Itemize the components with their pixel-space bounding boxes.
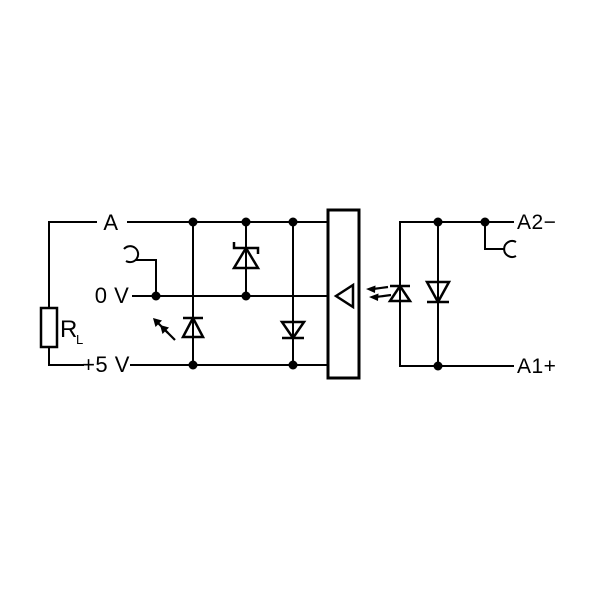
load-resistor-label: RL bbox=[60, 316, 83, 347]
junction-dot bbox=[288, 217, 298, 227]
load-resistor bbox=[39, 306, 59, 349]
amplifier-triangle-icon bbox=[333, 282, 355, 310]
junction-dot bbox=[151, 291, 161, 301]
optocoupler-led bbox=[387, 283, 413, 303]
terminal-a2-label: A2− bbox=[517, 211, 556, 234]
isolation-amplifier bbox=[326, 208, 361, 380]
resistor-icon bbox=[39, 306, 59, 349]
tap-socket-icon bbox=[503, 240, 517, 258]
junction-dot bbox=[480, 217, 490, 227]
freewheeling-diode bbox=[279, 320, 307, 341]
amplifier-box bbox=[326, 208, 361, 380]
opto-light-arrows-icon bbox=[366, 285, 392, 301]
terminal-5v-label: +5 V bbox=[82, 352, 130, 377]
led-icon bbox=[180, 315, 206, 339]
wire-5v-left bbox=[48, 347, 84, 366]
junction-dot bbox=[433, 217, 443, 227]
reverse-polarity-diode bbox=[424, 280, 452, 305]
zener-cathode-bar bbox=[232, 242, 260, 254]
terminal-labels: A 0 V +5 V RL A2− A1+ bbox=[60, 210, 556, 378]
diode-icon bbox=[279, 320, 307, 341]
wire-right-loop bbox=[399, 221, 514, 367]
terminal-a-label: A bbox=[103, 210, 118, 235]
zener-diode-icon bbox=[231, 245, 261, 270]
tap-socket-icon bbox=[123, 245, 140, 264]
junction-dot bbox=[241, 291, 251, 301]
status-led bbox=[153, 315, 206, 341]
led-icon bbox=[387, 283, 413, 303]
terminal-a1-label: A1+ bbox=[517, 355, 556, 378]
junction-dot bbox=[188, 217, 198, 227]
wire-0v-tap bbox=[135, 259, 157, 296]
terminal-0v-label: 0 V bbox=[95, 283, 130, 308]
junction-dot bbox=[241, 217, 251, 227]
junction-dots bbox=[151, 217, 490, 371]
wire-a2-tap bbox=[484, 222, 504, 250]
diode-icon bbox=[424, 280, 452, 305]
zener-diode bbox=[231, 242, 261, 270]
junction-dot bbox=[188, 360, 198, 370]
wires-right-circuit bbox=[399, 221, 517, 367]
light-emission-arrows-icon bbox=[153, 318, 176, 341]
wire-a-left bbox=[48, 221, 97, 308]
junction-dot bbox=[288, 360, 298, 370]
junction-dot bbox=[433, 361, 443, 371]
wires-left-circuit bbox=[48, 221, 328, 366]
